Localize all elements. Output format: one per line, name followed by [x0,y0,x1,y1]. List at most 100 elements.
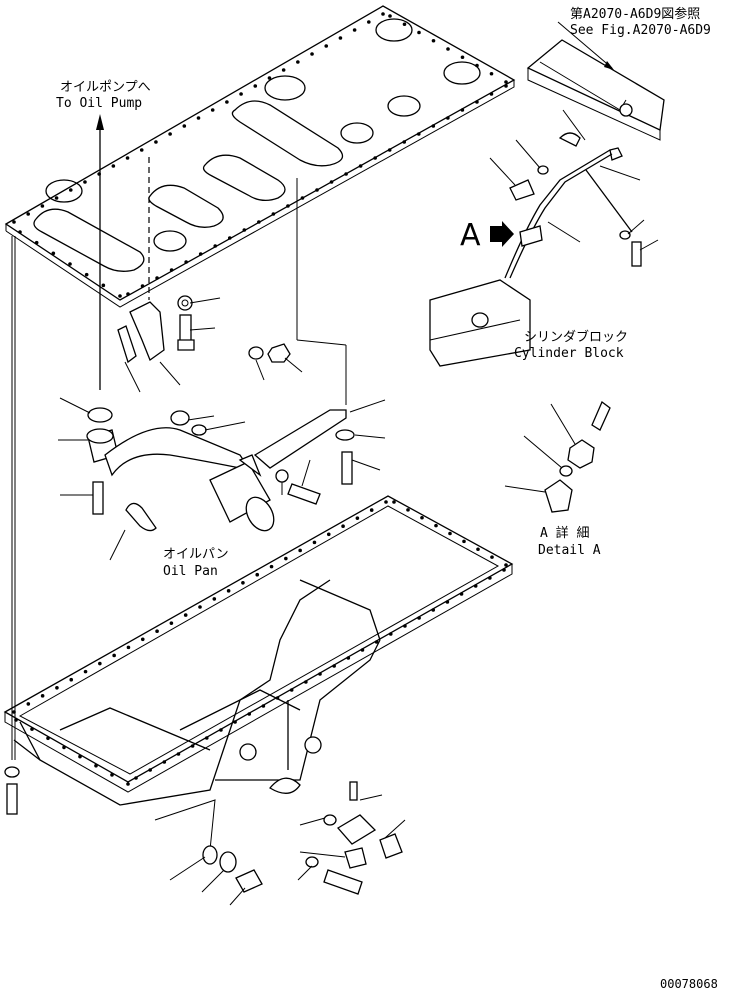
cylinder-block-jp-label: シリンダブロック [524,330,629,345]
bolt-hole [269,564,274,569]
bolt-hole [110,773,114,777]
bolt-hole [140,284,145,288]
bolt-hole [417,30,421,35]
bolt-hole [212,597,217,601]
bolt-hole [30,727,34,731]
suction-pipe [86,407,355,532]
bolt-hole [324,44,329,48]
bolt-hole [374,640,379,644]
bolt-hole [184,260,188,264]
bolt-hole [176,752,181,756]
pipe-bracket [117,295,291,364]
bolt-hole [210,108,215,112]
bolt-hole [51,251,56,256]
bolt-hole [488,576,492,580]
bolt-hole [26,212,30,216]
bolt-hole [381,12,385,16]
bolt-hole [373,156,377,160]
bolt-hole [448,531,452,536]
bolt-hole [355,516,360,520]
bolt-hole [155,629,159,634]
bolt-hole [341,524,345,529]
bolt-hole [504,563,508,567]
bolt-hole [289,688,294,692]
bolt-hole [219,728,223,732]
bolt-hole [239,92,243,96]
bolt-hole [55,685,59,690]
bolt-hole [315,188,319,192]
bolt-hole [267,76,272,80]
bolt-hole [12,710,16,714]
bolt-hole [446,116,450,120]
bolt-hole [204,736,209,740]
bolt-hole [402,140,407,144]
bolt-hole [213,244,218,248]
bolt-hole [392,500,396,504]
bolt-hole [139,148,144,152]
bolt-hole [94,763,98,768]
bolt-hole [388,632,393,636]
see-fig-jp-label: 第A2070-A6D9図参照 [570,7,701,22]
view-marker-a: A [460,218,481,253]
detail-a-jp-label: A 詳 細 [540,526,590,541]
bolt-hole [298,548,302,553]
bolt-hole [190,744,195,748]
bolt-hole [54,196,59,200]
bolt-hole [387,148,392,152]
bolt-hole [241,580,245,585]
bolt-hole [326,532,331,537]
bolt-hole [40,204,45,208]
bolt-hole [346,656,351,660]
bolt-hole [489,71,494,76]
bolt-hole [300,196,305,200]
bolt-hole [26,702,31,706]
bolt-hole [402,22,407,27]
bolt-hole [476,547,480,552]
cylinder-block-en-label: Cylinder Block [514,346,624,361]
bolt-hole [169,268,174,272]
bolt-hole [12,220,16,224]
gasket-plate [4,5,516,308]
bolt-hole [14,718,18,722]
bolt-hole [304,680,308,684]
bolt-hole [198,605,202,609]
bolt-hole [227,236,232,240]
bolt-hole [68,262,72,266]
bolt-hole [247,712,252,716]
bolt-hole [196,116,201,120]
bolt-hole [233,720,237,724]
bolt-hole [154,140,158,144]
bolt-hole [83,669,88,674]
bolt-hole [225,100,229,104]
bolt-hole [148,768,152,772]
bolt-hole [253,84,258,88]
bolt-hole [384,500,388,504]
bolt-hole [460,108,465,112]
drawing-number: 00078068 [660,977,718,991]
bolt-hole [475,63,479,68]
bolt-hole [261,704,266,708]
bolt-hole [369,508,374,512]
see-fig-en-label: See Fig.A2070-A6D9 [570,23,711,38]
bolt-hole [275,696,280,700]
bolt-hole [271,212,276,216]
bolt-hole [34,240,39,245]
bolt-hole [445,600,450,604]
bolt-hole [416,132,421,136]
bolt-hole [155,276,159,280]
bolt-hole [68,188,73,192]
bolt-hole [78,754,82,759]
bolt-hole [101,283,106,288]
bolt-hole [18,230,22,234]
bolt-hole [475,100,479,104]
bolt-hole [360,648,365,652]
bolt-hole [420,515,424,520]
bolt-hole [367,20,371,24]
detail-a-en-label: Detail A [538,543,601,558]
bolt-hole [182,124,187,128]
bolt-hole [296,60,300,64]
drain-parts [4,766,403,895]
bolt-hole [118,294,122,298]
bolt-hole [111,164,116,168]
